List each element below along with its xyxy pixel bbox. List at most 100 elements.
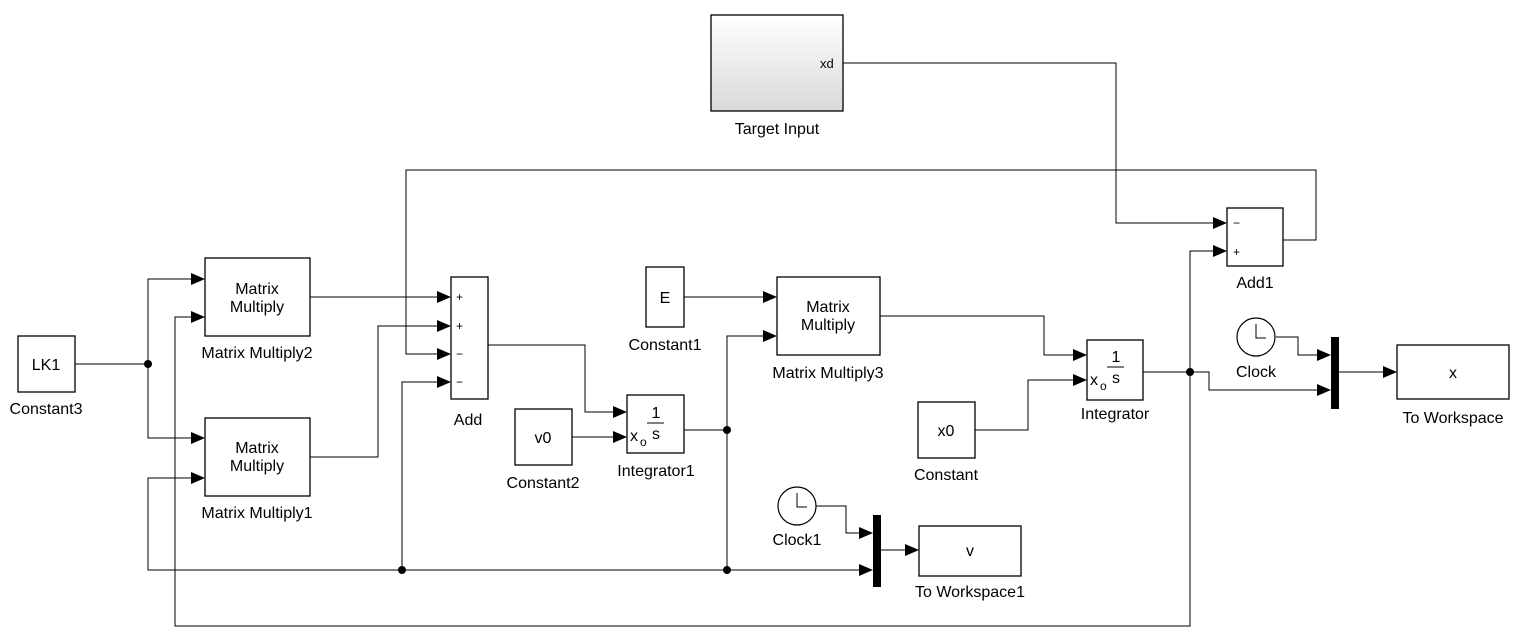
integrator1-num: 1 — [652, 405, 661, 422]
branch-point — [144, 360, 152, 368]
target-input-label: Target Input — [735, 121, 820, 138]
integrator-num: 1 — [1112, 349, 1121, 366]
arrowhead — [763, 330, 777, 342]
matrix-multiply1-label: Matrix Multiply1 — [201, 505, 312, 522]
matrix-multiply3-line1: Matrix — [806, 299, 850, 316]
arrowhead — [191, 472, 205, 484]
to-workspace1-label: To Workspace1 — [915, 584, 1025, 601]
integrator1-label: Integrator1 — [617, 463, 694, 480]
integrator1-ic: x — [630, 428, 638, 445]
add1-sign-1: − — [1233, 216, 1240, 230]
constant2-block[interactable]: v0 Constant2 — [507, 408, 580, 492]
constant1-block[interactable]: E Constant1 — [629, 266, 702, 354]
wire-clock1-to-mux1[interactable] — [816, 505, 859, 534]
mux1-bar[interactable] — [873, 515, 881, 587]
matrix-multiply2-line1: Matrix — [235, 281, 279, 298]
arrowhead — [191, 432, 205, 444]
matrix-multiply2-line2: Multiply — [230, 299, 284, 316]
to-workspace-block[interactable]: x To Workspace — [1396, 344, 1510, 427]
matrix-multiply3-line2: Multiply — [801, 317, 855, 334]
matrix-multiply1-block[interactable]: Matrix Multiply Matrix Multiply1 — [201, 417, 313, 522]
arrowhead — [1073, 349, 1087, 361]
integrator-den: s — [1112, 370, 1120, 387]
wire-constant3-split[interactable] — [75, 278, 191, 365]
arrowhead — [437, 348, 451, 360]
add-sign-1: + — [456, 290, 463, 304]
arrowhead — [1073, 374, 1087, 386]
to-workspace1-block[interactable]: v To Workspace1 — [915, 525, 1025, 601]
arrowhead — [437, 376, 451, 388]
wire-integrator-to-add1[interactable] — [1189, 250, 1213, 372]
wire-target-to-add1[interactable] — [843, 62, 1213, 224]
arrowhead — [437, 291, 451, 303]
matrix-multiply3-block[interactable]: Matrix Multiply Matrix Multiply3 — [772, 276, 884, 382]
clock-hands — [1255, 324, 1266, 339]
constant-value: x0 — [938, 423, 955, 440]
target-input-block[interactable]: xd Target Input — [710, 14, 844, 138]
target-input-port-label: xd — [820, 56, 834, 71]
wire-add-to-integrator1[interactable] — [488, 344, 613, 413]
branch-point — [723, 426, 731, 434]
add-sign-2: + — [456, 319, 463, 333]
wire-integrator-bottom-loop[interactable] — [174, 316, 1191, 627]
arrowhead — [191, 273, 205, 285]
to-workspace-label: To Workspace — [1402, 410, 1503, 427]
matrix-multiply2-label: Matrix Multiply2 — [201, 345, 312, 362]
clock-label: Clock — [1236, 364, 1277, 381]
arrowheads — [191, 217, 1397, 576]
constant1-value: E — [660, 290, 671, 307]
arrowhead — [905, 544, 919, 556]
matrix-multiply3-label: Matrix Multiply3 — [772, 365, 883, 382]
wire-constant-to-integrator[interactable] — [975, 379, 1073, 431]
integrator-block[interactable]: 1 s x o Integrator — [1081, 339, 1150, 423]
add1-block[interactable]: − + Add1 — [1226, 207, 1284, 292]
integrator-ic-sub: o — [1100, 379, 1107, 393]
to-workspace1-value: v — [966, 543, 974, 560]
matrix-multiply1-line2: Multiply — [230, 458, 284, 475]
signal-lines — [75, 62, 1383, 627]
constant3-label: Constant3 — [10, 401, 83, 418]
wire-constant3-to-mm1[interactable] — [147, 364, 191, 439]
add-block[interactable]: + + − − Add — [450, 276, 489, 429]
arrowhead — [1213, 217, 1227, 229]
matrix-multiply1-line1: Matrix — [235, 440, 279, 457]
wire-clock-to-mux[interactable] — [1276, 336, 1317, 356]
wire-integrator-out[interactable] — [1143, 371, 1317, 391]
wire-mm1-to-add[interactable] — [310, 325, 437, 458]
arrowhead — [1213, 245, 1227, 257]
branch-point — [398, 566, 406, 574]
arrowhead — [1317, 384, 1331, 396]
wire-mm3-to-integrator[interactable] — [880, 315, 1073, 356]
junctions — [144, 360, 1194, 574]
wire-v-to-add[interactable] — [401, 381, 437, 570]
clock1-block[interactable]: Clock1 — [773, 486, 822, 549]
clock-block[interactable]: Clock — [1236, 317, 1277, 381]
wire-add1-feedback[interactable] — [405, 169, 1317, 355]
constant3-block[interactable]: LK1 Constant3 — [10, 335, 83, 418]
branch-point — [1186, 368, 1194, 376]
arrowhead — [859, 527, 873, 539]
wire-v-bus[interactable] — [147, 477, 859, 571]
wire-integrator1-out[interactable] — [684, 335, 763, 431]
branch-point — [723, 566, 731, 574]
constant3-value: LK1 — [32, 357, 61, 374]
add-label: Add — [454, 412, 482, 429]
arrowhead — [613, 431, 627, 443]
constant-block[interactable]: x0 Constant — [914, 401, 979, 484]
integrator-label: Integrator — [1081, 406, 1150, 423]
integrator1-block[interactable]: 1 s x o Integrator1 — [617, 394, 695, 480]
matrix-multiply2-block[interactable]: Matrix Multiply Matrix Multiply2 — [201, 257, 313, 362]
arrowhead — [859, 564, 873, 576]
clock1-label: Clock1 — [773, 532, 822, 549]
add1-label: Add1 — [1236, 275, 1273, 292]
add-sign-3: − — [456, 347, 463, 361]
arrowhead — [1317, 349, 1331, 361]
arrowhead — [1383, 366, 1397, 378]
integrator-ic: x — [1090, 372, 1098, 389]
arrowhead — [191, 311, 205, 323]
constant1-label: Constant1 — [629, 337, 702, 354]
mux-bar[interactable] — [1331, 337, 1339, 409]
add1-sign-2: + — [1233, 245, 1240, 259]
arrowhead — [437, 320, 451, 332]
